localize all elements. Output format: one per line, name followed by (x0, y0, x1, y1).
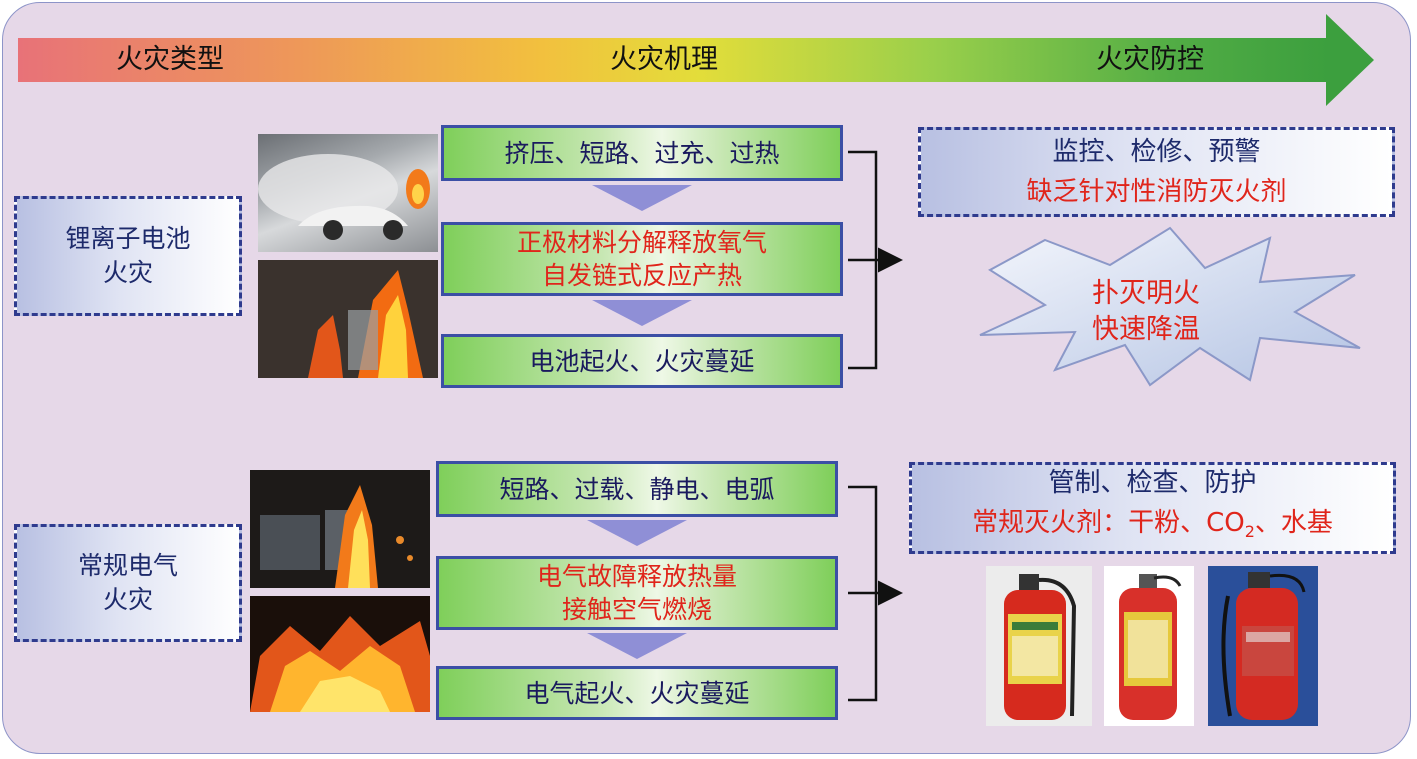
stage-label-mechanism: 火灾机理 (610, 44, 718, 75)
stage-label-control: 火灾防控 (1096, 44, 1204, 75)
process-arrow-band (18, 38, 1328, 82)
co2-subscript: 2 (1244, 522, 1255, 542)
down-arrow-li-ion-1 (592, 185, 692, 211)
mechanism-li-ion-trigger: 挤压、短路、过充、过热 (441, 125, 843, 181)
type-electrical-line1: 常规电气 (77, 551, 178, 580)
type-electrical-line2: 火灾 (102, 585, 153, 614)
extinguisher-photo-2 (1104, 566, 1194, 726)
mechanism-li-ion-reaction-line2: 自发链式反应产热 (541, 261, 742, 290)
control-electrical-line1: 管制、检查、防护 (1048, 468, 1257, 499)
mechanism-electrical-reaction-line1: 电气故障释放热量 (536, 562, 737, 591)
mechanism-li-ion-trigger-text: 挤压、短路、过充、过热 (504, 138, 780, 168)
mechanism-electrical-outcome-text: 电气起火、火灾蔓延 (524, 678, 750, 708)
mechanism-electrical-trigger-text: 短路、过载、静电、电弧 (499, 474, 775, 504)
extinguisher-photo-3 (1208, 566, 1318, 726)
mechanism-li-ion-reaction: 正极材料分解释放氧气 自发链式反应产热 (441, 222, 843, 296)
control-box-li-ion: 监控、检修、预警 缺乏针对性消防灭火剂 (918, 127, 1395, 217)
starburst-line2: 快速降温 (1092, 314, 1200, 345)
type-box-li-ion-fire: 锂离子电池 火灾 (14, 196, 242, 316)
starburst-line1: 扑灭明火 (1092, 278, 1200, 309)
building-fire-photo (250, 596, 430, 712)
type-li-ion-line2: 火灾 (102, 258, 153, 287)
control-electrical-line2: 常规灭火剂：干粉、CO2、水基 (972, 503, 1333, 552)
type-box-electrical-fire: 常规电气 火灾 (14, 524, 242, 642)
control-box-electrical: 管制、检查、防护 常规灭火剂：干粉、CO2、水基 (909, 462, 1396, 554)
down-arrow-electrical-2 (587, 633, 687, 659)
co2-formula: CO (1206, 508, 1245, 539)
extinguisher-photo-1 (986, 566, 1092, 726)
mechanism-electrical-outcome: 电气起火、火灾蔓延 (436, 666, 838, 720)
storage-fire-photo (258, 260, 438, 378)
mechanism-electrical-reaction: 电气故障释放热量 接触空气燃烧 (436, 556, 838, 630)
down-arrow-li-ion-2 (592, 300, 692, 326)
process-arrow-head (1326, 14, 1374, 106)
car-fire-photo (258, 134, 438, 252)
mechanism-li-ion-outcome: 电池起火、火灾蔓延 (441, 334, 843, 388)
control-electrical-line2-prefix: 常规灭火剂：干粉、 (972, 508, 1207, 539)
control-electrical-line2-suffix: 、水基 (1254, 508, 1333, 539)
type-li-ion-line1: 锂离子电池 (65, 224, 191, 253)
stage-label-type: 火灾类型 (116, 44, 224, 75)
mechanism-electrical-trigger: 短路、过载、静电、电弧 (436, 461, 838, 517)
mechanism-li-ion-outcome-text: 电池起火、火灾蔓延 (529, 346, 755, 376)
mechanism-electrical-reaction-line2: 接触空气燃烧 (561, 595, 712, 624)
starburst-text: 扑灭明火 快速降温 (1058, 276, 1234, 348)
down-arrow-electrical-1 (587, 520, 687, 546)
mechanism-li-ion-reaction-line1: 正极材料分解释放氧气 (516, 228, 767, 257)
control-li-ion-line1: 监控、检修、预警 (1052, 137, 1261, 167)
battery-rack-fire-photo (250, 470, 430, 588)
starburst-shape (979, 226, 1361, 387)
control-li-ion-line2: 缺乏针对性消防灭火剂 (1026, 177, 1287, 207)
